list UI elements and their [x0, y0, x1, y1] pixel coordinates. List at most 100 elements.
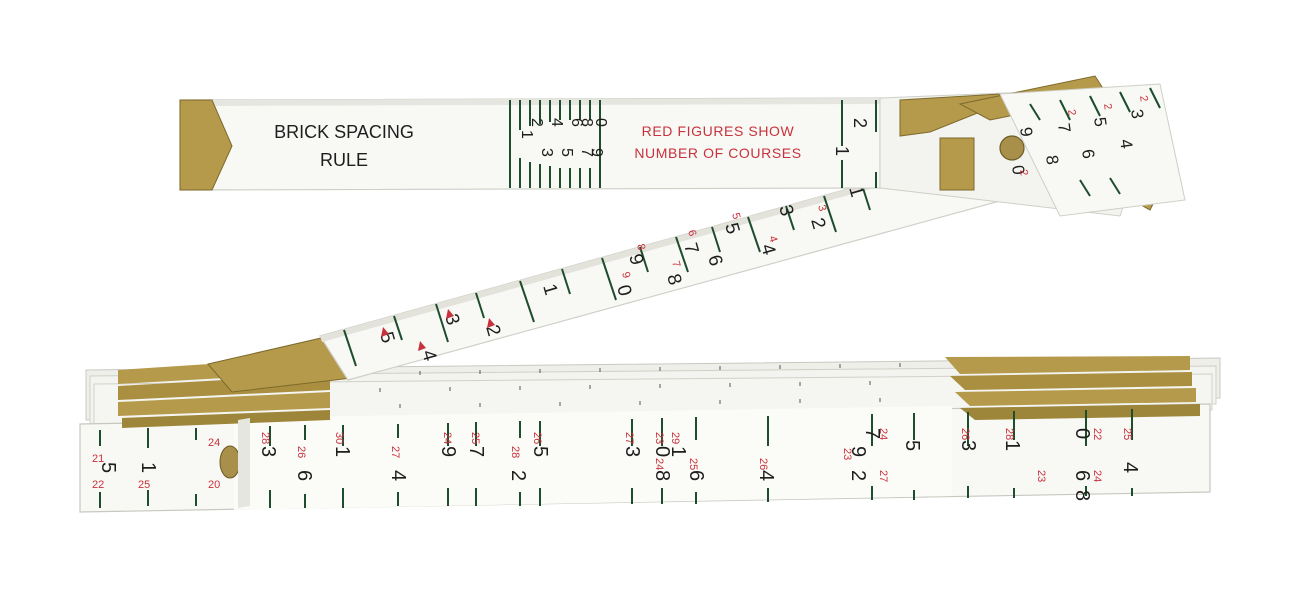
bottom-red-6: 26	[295, 446, 307, 458]
bottom-red-7: 30	[333, 432, 345, 444]
bottom-red-13: 27	[623, 432, 635, 444]
bottom-red-2: 25	[138, 479, 150, 491]
courses-note-line2: NUMBER OF COURSES	[634, 145, 801, 161]
bottom-num-0: 5	[97, 462, 119, 473]
diagonal-red-arrows	[381, 309, 495, 351]
bottom-num-25: 4	[1119, 462, 1141, 473]
top-dense-1: 2	[528, 118, 545, 127]
diag-red-1: 3	[815, 204, 828, 213]
bottom-num-14: 6	[685, 470, 707, 481]
bottom-num-20: 3	[957, 440, 979, 451]
bottom-num-5: 4	[387, 470, 409, 481]
bottom-black-numbers: 5 1 3 6 1 4 9 7 2 5 3 0 8 1 6 4 7 9 2 5 …	[97, 428, 1141, 501]
bottom-red-27: 25	[1121, 428, 1133, 440]
bottom-red-1: 22	[92, 479, 104, 491]
bottom-tick-marks	[99, 409, 1133, 508]
top-segment: BRICK SPACING RULE 1 2 3 4 5 6 7 8 9	[179, 97, 881, 191]
bottom-red-14: 23	[653, 432, 665, 444]
top-dense-4: 5	[558, 148, 575, 157]
hinge-red-numbers: 2 2 2 2	[1017, 95, 1150, 177]
bottom-red-numbers: 21 22 25 24 20 28 26 30 27 24 25 26 28 2…	[92, 428, 1133, 491]
bottom-num-6: 9	[437, 446, 459, 457]
top-dense-7: 8	[578, 118, 595, 127]
bottom-red-9: 24	[441, 432, 453, 444]
brass-cap-5	[945, 356, 1190, 374]
bottom-red-0: 21	[92, 453, 104, 465]
diag-red-5: 7	[669, 260, 682, 269]
brass-cap-8	[960, 404, 1200, 420]
bottom-num-8: 2	[507, 470, 529, 481]
bottom-num-13: 1	[667, 446, 689, 457]
hinge-red-2: 2	[1065, 109, 1078, 117]
bottom-num-21: 1	[1001, 440, 1023, 451]
rivet-left	[219, 445, 241, 479]
hinge-num-1: 4	[1116, 138, 1136, 150]
diag-red-4: 6	[685, 229, 698, 238]
hinge-black-numbers: 3 4 5 6 7 8 9 0	[1008, 108, 1147, 176]
diag-red-6: 8	[634, 243, 647, 252]
bottom-red-12: 28	[509, 446, 521, 458]
bottom-num-18: 2	[847, 470, 869, 481]
bottom-num-7: 7	[465, 446, 487, 457]
hinge-num-4: 7	[1054, 122, 1074, 134]
top-num-1: 2	[850, 118, 870, 128]
top-dense-2: 3	[538, 148, 555, 157]
hinge-segment: 3 4 5 6 7 8 9 0 2 2 2 2	[879, 75, 1186, 217]
bottom-stack: 5 1 3 6 1 4 9 7 2 5 3 0 8 1 6 4 7 9 2 5 …	[79, 356, 1221, 513]
bottom-red-21: 27	[877, 470, 889, 482]
brass-cap-4	[122, 410, 330, 428]
diagonal-tick-marks	[343, 184, 871, 367]
top-dense-8: 9	[588, 148, 605, 157]
brass-slider	[939, 137, 975, 191]
brass-cap-top-left	[179, 99, 233, 191]
top-dense-numbers: 1 2 3 4 5 6 7 8 9 0 1 2	[518, 118, 870, 157]
diag-red-2: 4	[766, 235, 779, 244]
bottom-num-4: 1	[331, 446, 353, 457]
bottom-red-15: 29	[669, 432, 681, 444]
brass-cap-6	[950, 372, 1192, 390]
top-dense-0: 1	[518, 130, 535, 139]
rivet-hinge	[999, 135, 1025, 161]
bottom-num-22: 0	[1071, 428, 1093, 439]
hinge-num-6: 9	[1016, 126, 1036, 138]
bottom-num-1: 1	[137, 462, 159, 473]
bottom-red-3: 24	[208, 437, 220, 449]
bottom-red-4: 20	[208, 479, 220, 491]
bottom-red-8: 27	[389, 446, 401, 458]
bottom-num-11: 0	[651, 446, 673, 457]
bottom-num-12: 8	[651, 470, 673, 481]
product-title-line1: BRICK SPACING	[274, 122, 414, 142]
top-dense-scale	[509, 100, 877, 188]
hinge-red-0: 2	[1137, 95, 1150, 103]
bottom-num-15: 4	[755, 470, 777, 481]
bottom-num-16: 7	[861, 428, 883, 439]
bottom-num-17: 9	[847, 446, 869, 457]
bottom-red-19: 23	[841, 448, 853, 460]
top-dense-9: 0	[592, 118, 609, 127]
bottom-red-16: 24	[653, 458, 665, 470]
hinge-num-2: 5	[1090, 116, 1110, 128]
bottom-num-3: 6	[293, 470, 315, 481]
bottom-red-24: 22	[1091, 428, 1103, 440]
bottom-num-10: 3	[621, 446, 643, 457]
hinge-num-3: 6	[1078, 148, 1098, 160]
bottom-num-2: 3	[257, 446, 279, 457]
hinge-num-5: 8	[1042, 154, 1062, 166]
hinge-num-7: 0	[1008, 164, 1028, 176]
bottom-num-9: 5	[529, 446, 551, 457]
bottom-num-19: 5	[901, 440, 923, 451]
bottom-red-17: 25	[687, 458, 699, 470]
bottom-num-23: 6	[1071, 470, 1093, 481]
bottom-red-26: 24	[1091, 470, 1103, 482]
hinge-tick-marks	[1029, 87, 1161, 197]
bottom-red-5: 28	[259, 432, 271, 444]
bottom-red-11: 26	[531, 432, 543, 444]
bottom-red-22: 26	[959, 428, 971, 440]
brass-cap-3	[118, 392, 330, 416]
top-num-0: 1	[832, 146, 852, 156]
hinge-num-0: 3	[1127, 108, 1147, 120]
bottom-num-24: 8	[1071, 490, 1093, 501]
top-dense-3: 4	[548, 118, 565, 127]
courses-note-line1: RED FIGURES SHOW	[642, 123, 795, 139]
